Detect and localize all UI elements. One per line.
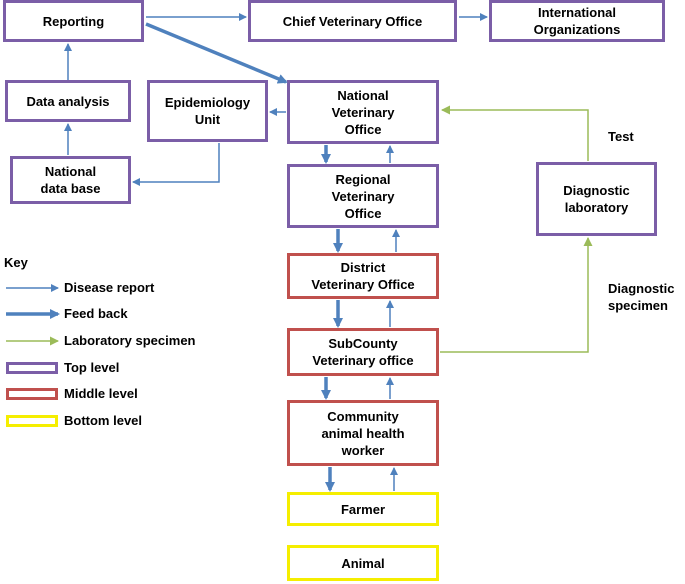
- key-bottom-level-swatch: [6, 415, 58, 427]
- farmer-box: Farmer: [287, 492, 439, 526]
- animal-label: Animal: [341, 555, 385, 571]
- key-bottom-level-label: Bottom level: [64, 413, 143, 428]
- test-label: Test: [608, 129, 634, 144]
- district-veterinary-office-label: District Veterinary Office: [311, 260, 415, 292]
- key-middle-level-swatch: [6, 388, 58, 400]
- farmer-label: Farmer: [340, 501, 386, 517]
- national-veterinary-office-box: National Veterinary Office: [287, 80, 439, 144]
- reporting-label: Reporting: [42, 13, 105, 29]
- arrow-subcounty-to-lab: [440, 237, 593, 353]
- regional-veterinary-office-box: Regional Veterinary Office: [287, 164, 439, 228]
- diagnostic-laboratory-label: Diagnostic laboratory: [563, 183, 630, 215]
- epidemiology-unit-label: Epidemiology Unit: [164, 95, 251, 127]
- diagnostic-specimen-label: Diagnostic specimen: [608, 281, 675, 313]
- arrow-reporting-to-national: [145, 22, 288, 84]
- data-analysis-box: Data analysis: [5, 80, 131, 122]
- chief-veterinary-office-label: Chief Veterinary Office: [282, 13, 423, 29]
- diagnostic-laboratory-box: Diagnostic laboratory: [536, 162, 657, 236]
- key-disease-report-label: Disease report: [64, 280, 155, 295]
- key-title: Key: [4, 255, 28, 270]
- animal-box: Animal: [287, 545, 439, 581]
- epidemiology-unit-box: Epidemiology Unit: [147, 80, 268, 142]
- key-top-level-label: Top level: [64, 360, 120, 375]
- subcounty-veterinary-office-box: SubCounty Veterinary office: [287, 328, 439, 376]
- national-veterinary-office-label: National Veterinary Office: [331, 87, 395, 137]
- key-top-level-swatch: [6, 362, 58, 374]
- community-animal-health-worker-label: Community animal health worker: [321, 408, 405, 458]
- key-feed-back-label: Feed back: [64, 306, 128, 321]
- community-animal-health-worker-box: Community animal health worker: [287, 400, 439, 466]
- subcounty-veterinary-office-label: SubCounty Veterinary office: [312, 336, 414, 368]
- reporting-box: Reporting: [3, 0, 144, 42]
- key-laboratory-specimen-label: Laboratory specimen: [64, 333, 196, 348]
- regional-veterinary-office-label: Regional Veterinary Office: [331, 171, 395, 221]
- arrow-epi-to-data-base: [132, 143, 220, 186]
- national-data-base-box: National data base: [10, 156, 131, 204]
- district-veterinary-office-box: District Veterinary Office: [287, 253, 439, 299]
- international-organizations-box: International Organizations: [489, 0, 665, 42]
- chief-veterinary-office-box: Chief Veterinary Office: [248, 0, 457, 42]
- national-data-base-label: National data base: [40, 164, 101, 196]
- arrow-lab-to-national: [441, 105, 589, 161]
- international-organizations-label: International Organizations: [533, 5, 621, 37]
- data-analysis-label: Data analysis: [26, 93, 110, 109]
- key-middle-level-label: Middle level: [64, 386, 138, 401]
